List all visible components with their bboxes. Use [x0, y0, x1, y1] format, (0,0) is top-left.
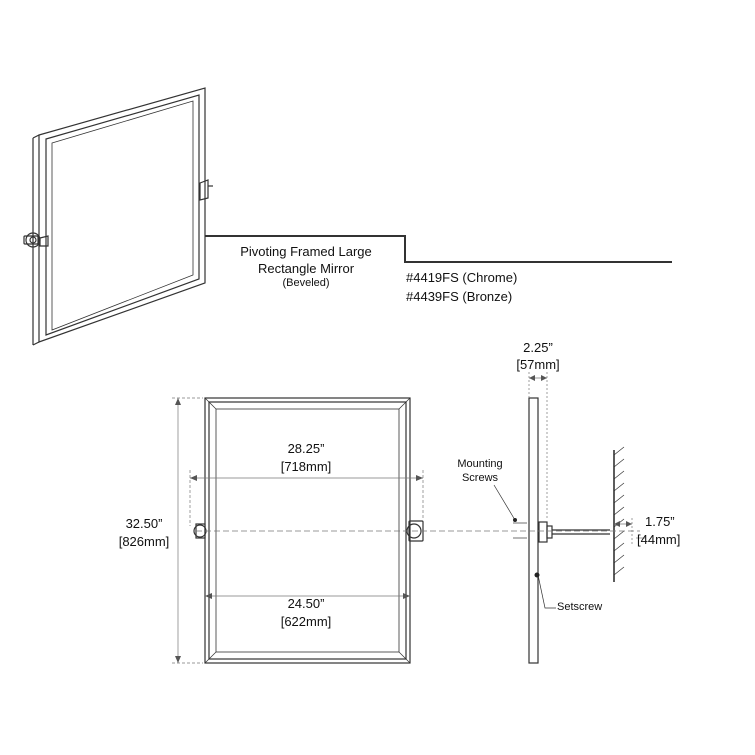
product-name-line1: Pivoting Framed Large: [240, 244, 372, 259]
product-name-line2: Rectangle Mirror: [257, 261, 355, 276]
width-in-label: 28.25”: [287, 441, 325, 456]
depth-mm-label: [57mm]: [516, 357, 560, 372]
inner-width-mm-label: [622mm]: [280, 614, 332, 629]
height-mm-label: [826mm]: [118, 534, 170, 549]
offset-mm-label: [44mm]: [637, 532, 681, 547]
mounting-screws-label-line2: Screws: [461, 472, 499, 484]
product-name-line3: (Beveled): [282, 277, 330, 289]
sku-chrome: #4419FS (Chrome): [406, 270, 518, 285]
inner-width-in-label: 24.50”: [287, 596, 325, 611]
setscrew-label: Setscrew: [557, 601, 603, 613]
height-in-label: 32.50”: [125, 516, 163, 531]
width-mm-label: [718mm]: [280, 459, 332, 474]
wall-section: [613, 446, 625, 582]
title-leader-line: [205, 235, 672, 263]
mirror-front-view: [193, 397, 424, 664]
offset-in-label: 1.75”: [645, 514, 675, 529]
mirror-side-view: [528, 397, 610, 664]
mirror-perspective-view: [23, 87, 213, 346]
mounting-screws-label-line1: Mounting: [457, 458, 503, 470]
sku-bronze: #4439FS (Bronze): [406, 289, 513, 304]
depth-in-label: 2.25”: [523, 340, 553, 355]
